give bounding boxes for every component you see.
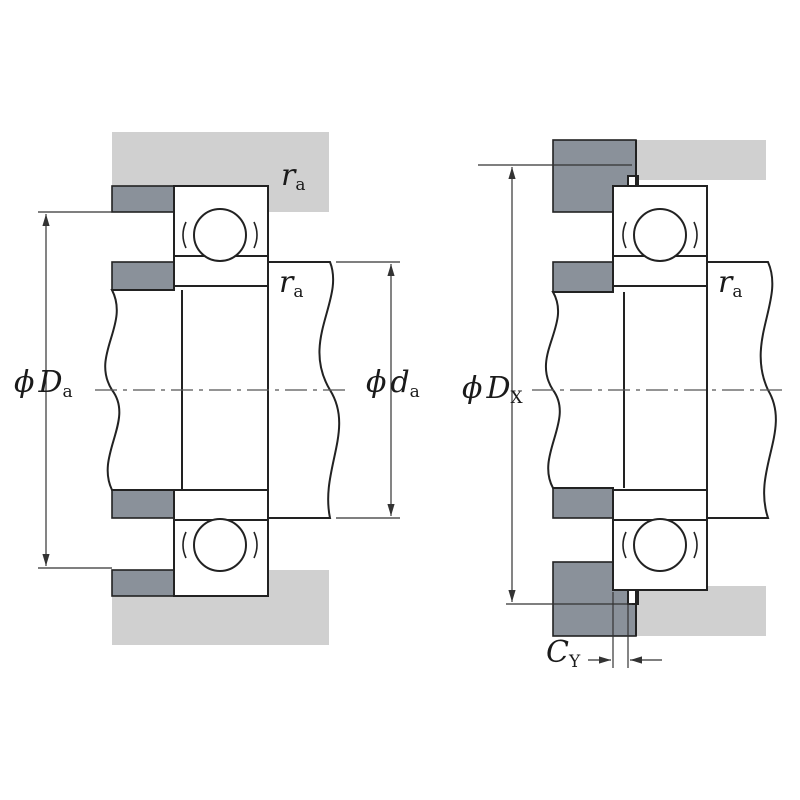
housing-shoulder-top (111, 185, 175, 213)
inner-ring-bottom (173, 489, 269, 521)
ball-bottom (193, 518, 247, 572)
cage-right-bottom-right (693, 531, 698, 559)
inner-ring-top (173, 255, 269, 287)
cage-bottom-right (253, 531, 258, 559)
cage-top-left (182, 221, 187, 249)
cage-right-bottom-left (622, 531, 627, 559)
label-ra-housing: ra (281, 158, 305, 195)
cage-top-right (253, 221, 258, 249)
ball-top (193, 208, 247, 262)
shaft-shoulder-right-top (552, 261, 614, 293)
shaft-shoulder-bottom (111, 489, 175, 519)
cage-right-top-right (693, 221, 698, 249)
cage-bottom-left (182, 531, 187, 559)
ball-right-bottom (633, 518, 687, 572)
housing-shoulder-bottom (111, 569, 175, 597)
inner-ring-right-bottom (612, 489, 708, 521)
shaft-shoulder-right-bottom (552, 487, 614, 519)
label-ra-right: ra (718, 265, 742, 302)
housing-right-bottom (636, 586, 766, 636)
shaft-shoulder-top (111, 261, 175, 291)
label-Cy: CY (546, 635, 581, 672)
cage-right-top-left (622, 221, 627, 249)
housing-right-top (636, 140, 766, 180)
ball-right-top (633, 208, 687, 262)
label-ra-shaft: ra (279, 265, 303, 302)
